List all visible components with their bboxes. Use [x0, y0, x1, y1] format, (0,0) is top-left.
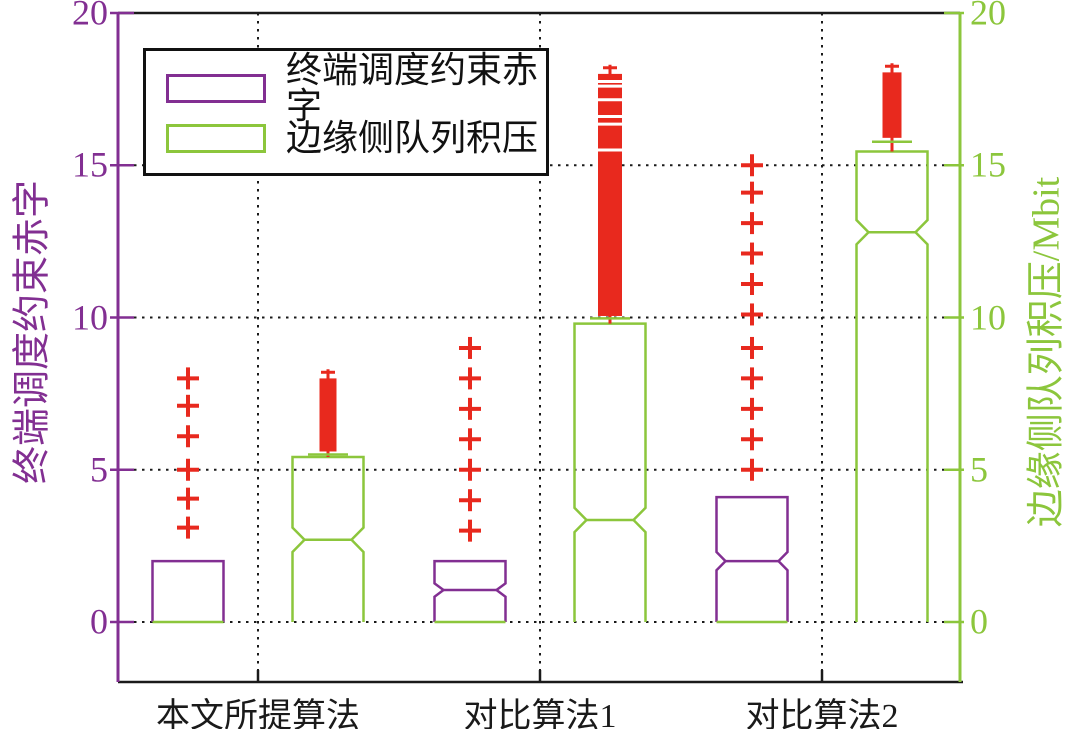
- right-axis-tick-label: 5: [970, 449, 988, 490]
- left-axis-title: 终端调度约束赤字: [11, 179, 54, 485]
- right-axis-tick-label: 10: [970, 296, 1006, 337]
- backlog-box-1: [573, 322, 647, 622]
- left-axis-tick-label: 0: [90, 601, 108, 642]
- dense-outlier-bar-0: [319, 378, 337, 452]
- right-axis-tick-label: 20: [970, 0, 1006, 33]
- deficit-box-2: [715, 495, 789, 622]
- right-axis-title: 边缘侧队列积压/Mbit: [1025, 176, 1065, 528]
- dense-outlier-bar-1: [598, 73, 622, 316]
- right-axis-tick-label: 0: [970, 601, 988, 642]
- x-category-label: 本文所提算法: [156, 698, 360, 729]
- x-category-label: 对比算法2: [745, 698, 899, 729]
- left-axis-tick-label: 10: [72, 296, 108, 337]
- left-axis-tick-label: 5: [90, 449, 108, 490]
- left-axis-tick-label: 20: [72, 0, 108, 33]
- x-category-label: 对比算法1: [463, 698, 617, 729]
- legend-label-backlog: 边缘侧队列积压: [286, 118, 539, 158]
- legend: 终端调度约束赤字 边缘侧队列积压: [143, 48, 549, 176]
- deficit-box-0: [151, 559, 225, 622]
- legend-label-deficit: 终端调度约束赤字: [286, 50, 539, 126]
- left-axis-tick-label: 15: [72, 144, 108, 185]
- legend-row-backlog: 边缘侧队列积压: [166, 115, 546, 161]
- legend-row-deficit: 终端调度约束赤字: [166, 52, 546, 124]
- backlog-box-2: [855, 150, 929, 622]
- right-axis-tick-label: 15: [970, 144, 1006, 185]
- dense-outlier-bar-2: [882, 72, 902, 138]
- deficit-box-1: [433, 559, 507, 622]
- legend-swatch-deficit: [166, 73, 266, 103]
- legend-swatch-backlog: [166, 123, 266, 153]
